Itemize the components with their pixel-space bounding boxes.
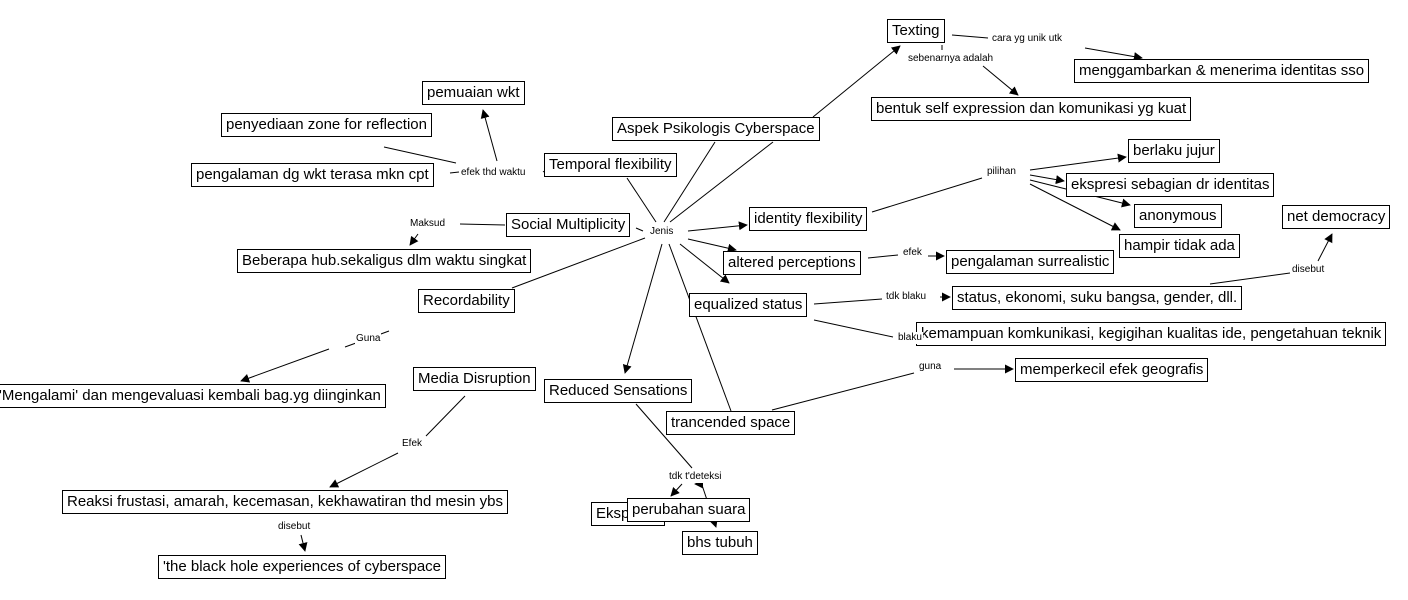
edge-efek-reaksi [329, 452, 399, 488]
link-label-guna-space: guna [918, 361, 943, 373]
node-ekspresi-sebagian[interactable]: ekspresi sebagian dr identitas [1066, 173, 1275, 197]
node-hampir-tidak-ada[interactable]: hampir tidak ada [1119, 234, 1240, 258]
edge-social-jenis [635, 227, 644, 232]
edge-jenis-identity [687, 221, 748, 232]
link-label-blaku: blaku [897, 332, 923, 344]
edge-status-disebut [1209, 272, 1291, 285]
edge-equalized-tdkblaku [813, 298, 883, 305]
link-label-tdk-blaku: tdk blaku [885, 291, 928, 303]
edge-texting-cara [951, 34, 989, 39]
edge-trancended-guna [771, 372, 915, 411]
edge-sebenarnya-bentuk [982, 65, 1019, 96]
node-pengalaman-wkt[interactable]: pengalaman dg wkt terasa mkn cpt [191, 163, 434, 187]
link-label-cara-unik: cara yg unik utk [991, 33, 1064, 45]
edge-aspek-texting [812, 45, 901, 118]
link-label-maksud: Maksud [409, 218, 447, 230]
node-recordability[interactable]: Recordability [418, 289, 515, 313]
edge-jenis-equalized [679, 243, 730, 284]
edge-media-efek [425, 395, 466, 437]
node-net-democracy[interactable]: net democracy [1282, 205, 1391, 229]
edge-pilihan-berlaku [1029, 153, 1127, 171]
edge-pilihan-ekspresi [1029, 174, 1065, 185]
node-anonymous[interactable]: anonymous [1134, 204, 1222, 228]
node-texting[interactable]: Texting [887, 19, 945, 43]
link-label-efek-media: Efek [401, 438, 424, 450]
link-label-disebut-net: disebut [1291, 264, 1326, 276]
node-memperkecil[interactable]: memperkecil efek geografis [1015, 358, 1209, 382]
edge-efek-pemuaian [480, 109, 498, 162]
edge-jenis-trancended [668, 243, 732, 412]
edge-aspek-jenis-2 [669, 141, 774, 223]
node-menggambarkan[interactable]: menggambarkan & menerima identitas sso [1074, 59, 1370, 83]
edge-jenis-altered [687, 238, 737, 253]
node-social-multiplicity[interactable]: Social Multiplicity [506, 213, 631, 237]
link-label-disebut-reaksi: disebut [277, 521, 312, 533]
node-black-hole[interactable]: 'the black hole experiences of cyberspac… [158, 555, 447, 579]
edge-equalized-blaku [813, 319, 894, 338]
edge-aspek-jenis [663, 141, 716, 223]
edge-pilihan-hampir [1029, 183, 1121, 231]
edge-efek-pengalaman [449, 171, 460, 174]
edge-maksud-beberapa [409, 233, 419, 246]
node-equalized-status[interactable]: equalized status [689, 293, 808, 317]
node-bhs-tubuh[interactable]: bhs tubuh [682, 531, 758, 555]
node-bentuk[interactable]: bentuk self expression dan komunikasi yg… [871, 97, 1192, 121]
edge-jenis-recordability [511, 237, 646, 289]
link-label-guna-recordability: Guna [355, 333, 382, 345]
node-identity-flexibility[interactable]: identity flexibility [749, 207, 868, 231]
edge-reduced-tdk [635, 403, 693, 469]
node-berlaku-jujur[interactable]: berlaku jujur [1128, 139, 1220, 163]
node-reaksi[interactable]: Reaksi frustasi, amarah, kecemasan, kekh… [62, 490, 509, 514]
edge-guna-mengalami [240, 348, 330, 383]
node-media-disruption[interactable]: Media Disruption [413, 367, 536, 391]
node-trancended-space[interactable]: trancended space [666, 411, 796, 435]
edge-jenis-reduced [622, 243, 663, 374]
node-pengalaman-surrealistic[interactable]: pengalaman surrealistic [946, 250, 1115, 274]
node-temporal-flexibility[interactable]: Temporal flexibility [544, 153, 677, 177]
edge-disebut-net [1317, 233, 1333, 262]
edge-tdk-ekspresi [670, 483, 683, 497]
node-mengalami[interactable]: 'Mengalami' dan mengevaluasi kembali bag… [0, 384, 386, 408]
link-label-pilihan: pilihan [986, 166, 1017, 178]
link-label-sebenarnya: sebenarnya adalah [907, 53, 995, 65]
node-beberapa-hub[interactable]: Beberapa hub.sekaligus dlm waktu singkat [237, 249, 532, 273]
link-label-efek-altered: efek [902, 247, 923, 259]
edge-altered-efek [867, 254, 899, 259]
edge-cara-menggambarkan [1084, 47, 1143, 62]
edge-efek-penyediaan [383, 146, 457, 164]
edge-identity-pilihan [871, 177, 983, 213]
node-penyediaan[interactable]: penyediaan zone for reflection [221, 113, 432, 137]
node-pemuaian[interactable]: pemuaian wkt [422, 81, 525, 105]
node-altered-perceptions[interactable]: altered perceptions [723, 251, 861, 275]
edge-disebut-blackhole [298, 534, 308, 552]
link-label-jenis: Jenis [649, 226, 675, 238]
node-perubahan-suara[interactable]: perubahan suara [627, 498, 751, 522]
node-kemampuan[interactable]: kemampuan komkunikasi, kegigihan kualita… [916, 322, 1387, 346]
edge-social-maksud [459, 223, 506, 226]
link-label-efek-waktu: efek thd waktu [460, 167, 527, 179]
link-label-tdk-terdeteksi: tdk t'deteksi [668, 471, 723, 483]
node-aspek-psikologis[interactable]: Aspek Psikologis Cyberspace [612, 117, 820, 141]
node-reduced-sensations[interactable]: Reduced Sensations [544, 379, 693, 403]
edge-temporal-jenis [626, 177, 657, 223]
node-status-ekonomi[interactable]: status, ekonomi, suku bangsa, gender, dl… [952, 286, 1243, 310]
